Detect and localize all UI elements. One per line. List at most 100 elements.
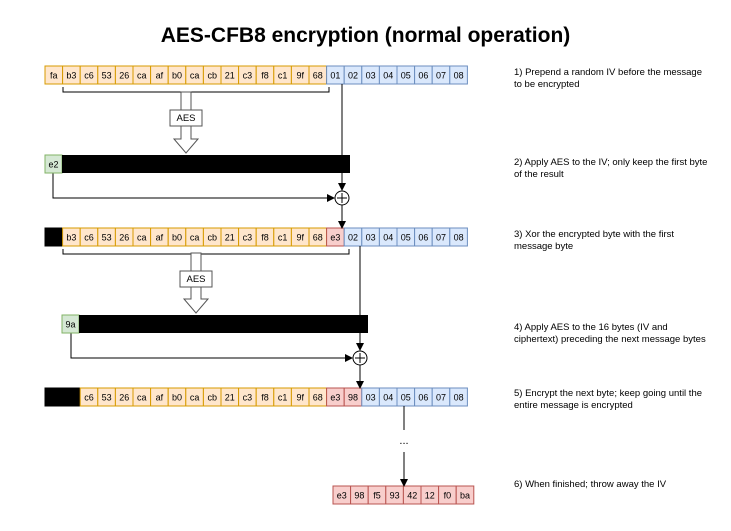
byte-label: ca: [190, 393, 200, 403]
byte-label: 93: [390, 491, 400, 501]
byte-label: f0: [444, 491, 452, 501]
bracket-2: [62, 249, 350, 255]
byte-label: 9f: [296, 233, 304, 243]
byte-label: 9f: [296, 393, 304, 403]
byte-label: 42: [407, 491, 417, 501]
ellipsis: ...: [399, 435, 408, 447]
aes-1-label: AES: [176, 113, 195, 124]
byte-label: 98: [354, 491, 364, 501]
byte-label: 98: [348, 393, 358, 403]
step-1-text: 1) Prepend a random IV before the messag…: [514, 67, 703, 90]
byte-label: 03: [366, 233, 376, 243]
byte-label: f8: [261, 71, 269, 81]
byte-label: b3: [66, 71, 76, 81]
byte-label: 53: [102, 71, 112, 81]
byte-label: 05: [401, 71, 411, 81]
byte-label: 26: [119, 71, 129, 81]
byte-label: cb: [207, 71, 217, 81]
byte-label: 9f: [296, 71, 304, 81]
line-9a-to-xor: [70, 333, 353, 362]
byte-cell: [455, 485, 475, 505]
aes-output-2-byte: 9a: [65, 320, 75, 330]
byte-label: cb: [207, 233, 217, 243]
byte-label: 26: [119, 233, 129, 243]
byte-label: 08: [454, 233, 464, 243]
aes-2-box: [179, 270, 213, 288]
line-e2-to-xor: [52, 173, 335, 202]
byte-label: 68: [313, 233, 323, 243]
diagram-title: AES-CFB8 encryption (normal operation): [160, 24, 571, 47]
byte-label: 02: [348, 233, 358, 243]
byte-label: fa: [50, 71, 58, 81]
step-4-text: 4) Apply AES to the 16 bytes (IV and cip…: [514, 322, 706, 345]
byte-label: 07: [436, 71, 446, 81]
byte-label: af: [156, 71, 164, 81]
byte-label: 01: [330, 71, 340, 81]
byte-label: ca: [137, 393, 147, 403]
byte-label: 53: [102, 393, 112, 403]
byte-label: 21: [225, 393, 235, 403]
byte-label: 08: [454, 393, 464, 403]
byte-label: c3: [243, 233, 253, 243]
byte-label: ca: [137, 71, 147, 81]
bracket-1: [62, 87, 330, 93]
step-5-text: 5) Encrypt the next byte; keep going unt…: [514, 388, 703, 411]
byte-label: e3: [337, 491, 347, 501]
byte-label: 07: [436, 233, 446, 243]
byte-cell: [449, 387, 468, 407]
byte-label: c6: [84, 71, 94, 81]
byte-label: 53: [102, 233, 112, 243]
byte-label: 04: [383, 393, 393, 403]
aes-output-2-bar: [79, 315, 368, 333]
aes-output-1-bar: [62, 155, 350, 173]
byte-label: 06: [418, 393, 428, 403]
byte-label: e3: [330, 393, 340, 403]
byte-label: 68: [313, 393, 323, 403]
step-3-text: 3) Xor the encrypted byte with the first…: [514, 229, 674, 252]
byte-label: 06: [418, 71, 428, 81]
byte-label: 02: [348, 71, 358, 81]
byte-label: 21: [225, 233, 235, 243]
byte-label: c3: [243, 71, 253, 81]
byte-label: b3: [66, 233, 76, 243]
byte-label: f8: [261, 233, 269, 243]
byte-label: ca: [137, 233, 147, 243]
byte-label: ba: [460, 491, 470, 501]
discarded-block: [62, 387, 81, 407]
byte-label: c6: [84, 233, 94, 243]
byte-label: 05: [401, 393, 411, 403]
byte-label: 68: [313, 71, 323, 81]
byte-label: cb: [207, 393, 217, 403]
aes-output-1-byte: e2: [48, 160, 58, 170]
byte-label: ca: [190, 233, 200, 243]
byte-label: 26: [119, 393, 129, 403]
byte-label: 04: [383, 71, 393, 81]
aes-2-label: AES: [186, 274, 205, 285]
byte-label: f8: [261, 393, 269, 403]
byte-label: af: [156, 233, 164, 243]
step-2-text: 2) Apply AES to the IV; only keep the fi…: [514, 157, 708, 180]
byte-label: 03: [366, 393, 376, 403]
byte-label: 08: [454, 71, 464, 81]
byte-label: c3: [243, 393, 253, 403]
byte-label: f5: [373, 491, 381, 501]
discarded-block: [44, 227, 64, 247]
byte-label: b0: [172, 71, 182, 81]
byte-label: b0: [172, 393, 182, 403]
byte-label: 07: [436, 393, 446, 403]
byte-label: 12: [425, 491, 435, 501]
step-6-text: 6) When finished; throw away the IV: [514, 479, 667, 490]
discarded-block: [44, 387, 64, 407]
aes-1-box: [169, 109, 203, 127]
byte-label: 05: [401, 233, 411, 243]
byte-label: e3: [330, 233, 340, 243]
byte-label: 21: [225, 71, 235, 81]
byte-label: ca: [190, 71, 200, 81]
byte-label: b0: [172, 233, 182, 243]
byte-label: 04: [383, 233, 393, 243]
byte-label: c1: [278, 71, 288, 81]
byte-cell: [449, 227, 468, 247]
byte-label: af: [156, 393, 164, 403]
byte-label: c1: [278, 393, 288, 403]
